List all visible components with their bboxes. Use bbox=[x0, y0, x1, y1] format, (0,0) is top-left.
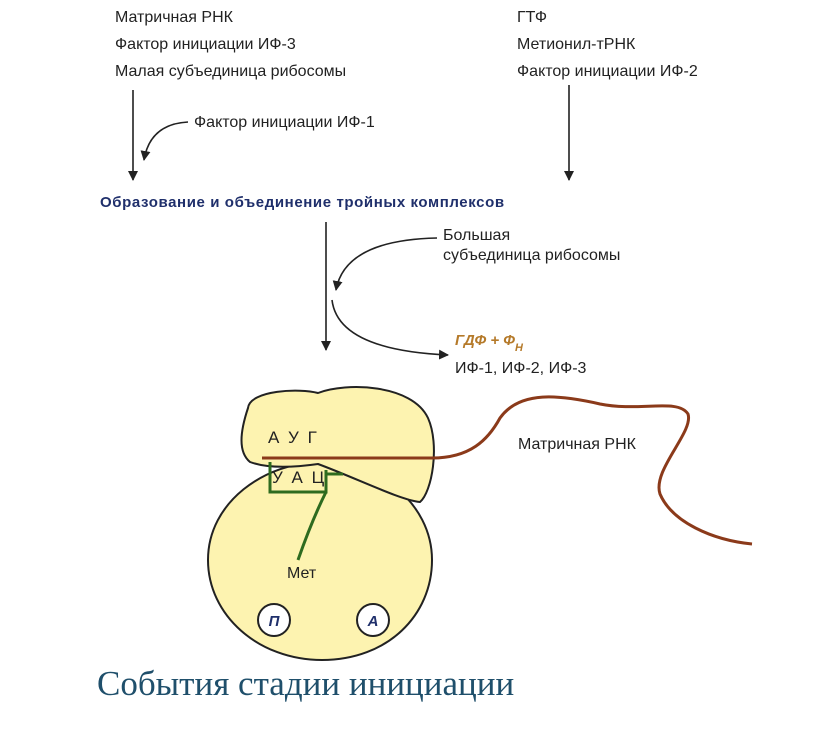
a-site-circle bbox=[356, 603, 390, 637]
if1-label: Фактор инициации ИФ-1 bbox=[194, 114, 375, 131]
released-factors-label: ИФ-1, ИФ-2, ИФ-3 bbox=[455, 360, 587, 377]
input-if3-label: Фактор инициации ИФ-3 bbox=[115, 36, 296, 53]
input-mrna-label: Матричная РНК bbox=[115, 9, 234, 26]
ribosome: А У Г У А Ц Матричная РНК Мет П А bbox=[206, 386, 753, 662]
gdp-pi-label: ГДФ + ФН bbox=[455, 332, 524, 354]
top-right-inputs: ГТФ Метионил-тРНК Фактор инициации ИФ-2 bbox=[517, 9, 698, 80]
complex-formation-heading: Образование и объединение тройных компле… bbox=[100, 194, 505, 211]
trna-strand bbox=[268, 462, 328, 561]
input-gtp-label: ГТФ bbox=[517, 9, 547, 26]
diagram-caption: События стадии инициации bbox=[97, 664, 515, 703]
mrna-label: Матричная РНК bbox=[518, 436, 637, 453]
large-subunit-curved-arrow bbox=[332, 237, 438, 291]
input-if2-label: Фактор инициации ИФ-2 bbox=[517, 63, 698, 80]
anticodon-uac-label: У А Ц bbox=[272, 468, 326, 487]
ribosome-large-subunit bbox=[240, 386, 435, 504]
large-subunit-label-line1: Большая bbox=[443, 227, 510, 244]
codon-aug-label: А У Г bbox=[268, 428, 319, 447]
a-site-label: А bbox=[367, 613, 379, 630]
input-small-subunit-label: Малая субъединица рибосомы bbox=[115, 63, 346, 80]
release-curved-arrow bbox=[331, 299, 449, 360]
large-subunit-label-line2: субъединица рибосомы bbox=[443, 247, 620, 264]
p-site-circle bbox=[257, 603, 291, 637]
methionine-label: Мет bbox=[287, 565, 317, 582]
p-site-label: П bbox=[269, 613, 281, 630]
top-left-inputs: Матричная РНК Фактор инициации ИФ-3 Мала… bbox=[115, 9, 346, 80]
mrna-strand bbox=[262, 395, 753, 546]
input-met-trna-label: Метионил-тРНК bbox=[517, 36, 636, 53]
if1-curved-arrow bbox=[140, 121, 189, 161]
